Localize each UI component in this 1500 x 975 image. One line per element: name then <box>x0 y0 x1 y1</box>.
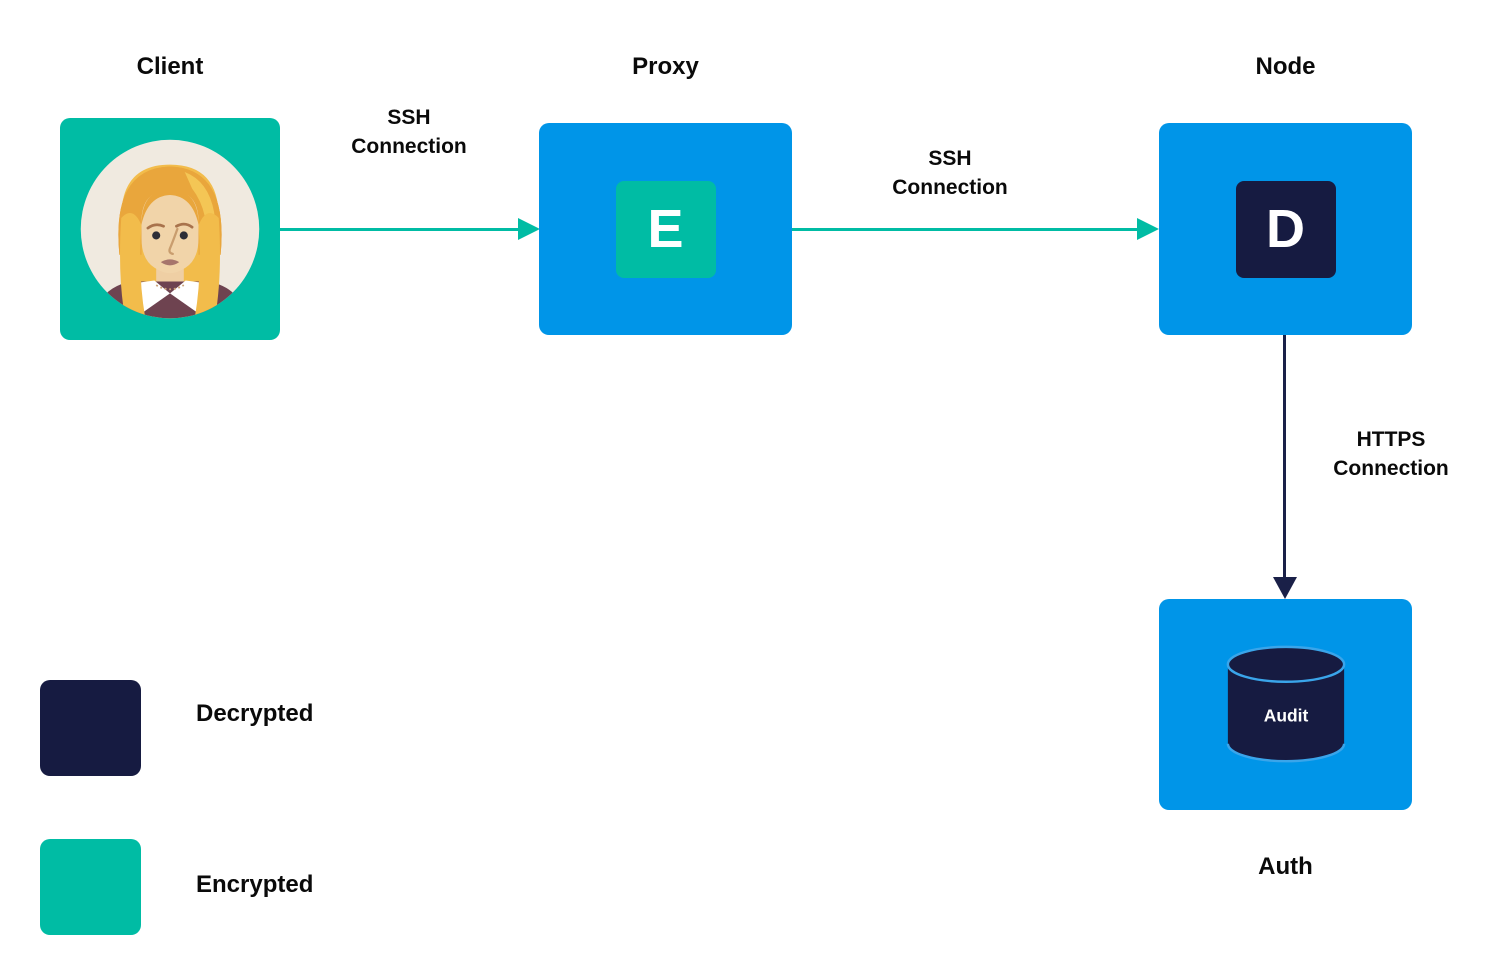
proxy-encrypted-badge: E <box>615 180 716 278</box>
client-proxy-arrow-line <box>280 228 518 231</box>
legend-encrypted-label: Encrypted <box>196 871 314 898</box>
auth-title: Auth <box>1258 853 1313 880</box>
edge-label-line: SSH <box>928 147 972 170</box>
user-avatar-icon <box>80 139 260 319</box>
audit-database-icon: Audit <box>1226 645 1345 762</box>
legend-encrypted-swatch <box>40 839 141 935</box>
edge-label-line: Connection <box>892 176 1008 199</box>
edge-label-line: HTTPS <box>1356 428 1426 451</box>
edge-label-line: SSH <box>387 106 431 129</box>
node-node-box: D <box>1159 123 1412 335</box>
proxy-node-connection-label: SSH Connection <box>840 144 1060 202</box>
client-title: Client <box>136 53 204 80</box>
node-title: Node <box>1255 53 1316 80</box>
client-proxy-arrowhead-icon <box>518 218 540 240</box>
client-node-box <box>60 118 280 340</box>
auth-node-box: Audit <box>1159 599 1412 810</box>
node-auth-arrowhead-icon <box>1273 577 1297 599</box>
proxy-title: Proxy <box>632 53 699 80</box>
audit-database-label: Audit <box>1263 705 1308 725</box>
edge-label-line: Connection <box>1333 457 1449 480</box>
edge-label-line: Connection <box>351 135 467 158</box>
proxy-node-arrow-line <box>792 228 1137 231</box>
node-auth-arrow-line <box>1283 335 1286 577</box>
client-proxy-connection-label: SSH Connection <box>299 103 519 161</box>
legend-decrypted-swatch <box>40 680 141 776</box>
proxy-node-box: E <box>539 123 792 335</box>
node-auth-connection-label: HTTPS Connection <box>1281 425 1500 483</box>
legend-decrypted-label: Decrypted <box>196 700 314 727</box>
proxy-node-arrowhead-icon <box>1137 218 1159 240</box>
node-decrypted-badge: D <box>1235 180 1336 278</box>
